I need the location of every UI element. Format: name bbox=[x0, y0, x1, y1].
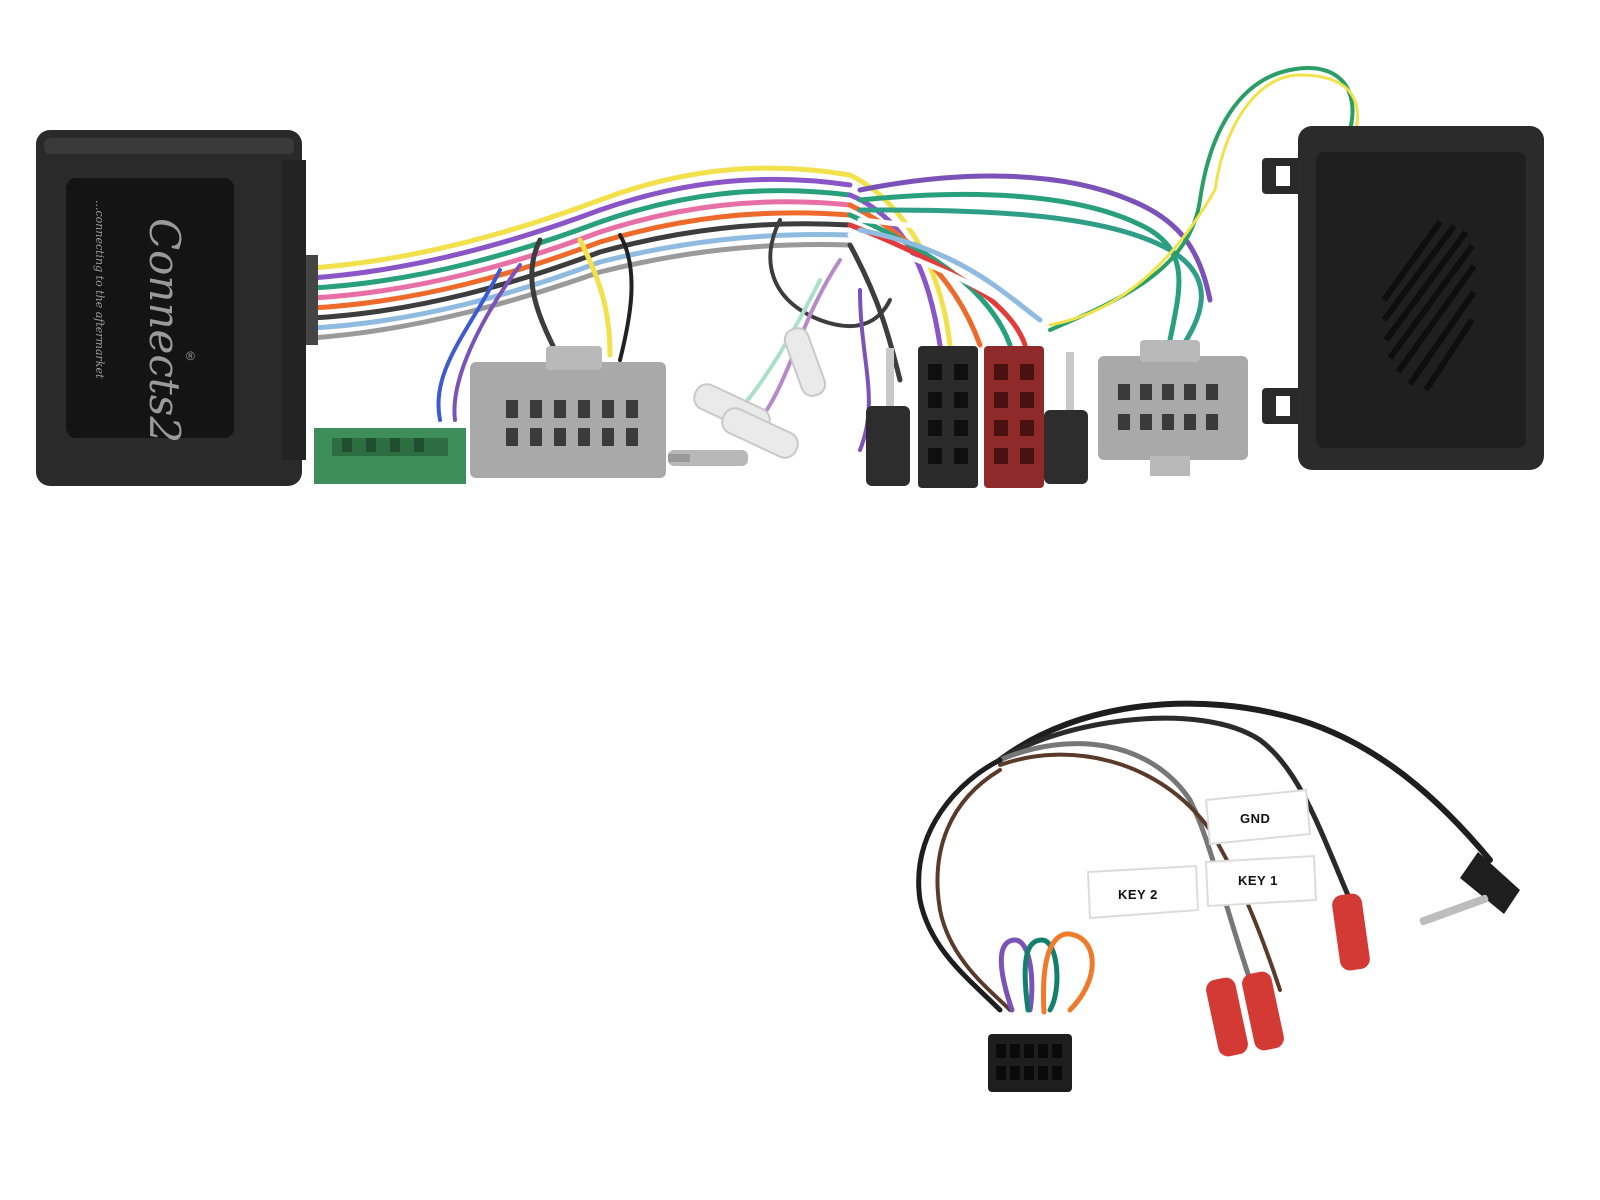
iso-connector-black bbox=[918, 346, 978, 488]
grey-connector-left bbox=[470, 346, 666, 478]
right-angle-jack bbox=[1419, 852, 1520, 926]
jack-plug-right bbox=[1044, 352, 1088, 484]
grey-connector-right bbox=[1098, 340, 1248, 476]
jack-plug-left bbox=[866, 348, 910, 486]
green-connector bbox=[314, 428, 466, 484]
wire-flag-gnd: GND bbox=[1204, 788, 1312, 846]
brand-label-panel bbox=[66, 178, 234, 438]
main-harness-wires bbox=[298, 66, 1360, 452]
interface-module-left: Connects2 ...connecting to the aftermark… bbox=[36, 130, 306, 486]
twelve-pin-connector bbox=[988, 1034, 1072, 1092]
patch-lead: GND KEY 1 KEY 2 bbox=[916, 700, 1520, 1092]
red-bullet-connectors bbox=[1206, 893, 1370, 1057]
wire-flag-key1: KEY 1 bbox=[1204, 854, 1318, 908]
iso-connector-red bbox=[984, 346, 1044, 488]
patch-lead-wires bbox=[916, 700, 1493, 1015]
wire-flag-key2: KEY 2 bbox=[1086, 864, 1200, 920]
svg-text:...connecting to the aftermark: ...connecting to the aftermarket bbox=[93, 200, 106, 379]
bullet-connectors-clear bbox=[693, 327, 827, 459]
interface-module-right bbox=[1262, 126, 1544, 470]
svg-text:KEY 2: KEY 2 bbox=[1118, 887, 1158, 902]
svg-text:GND: GND bbox=[1240, 811, 1270, 826]
antenna-adapter-plug bbox=[668, 450, 748, 466]
vent-grille bbox=[1381, 220, 1477, 392]
svg-text:Connects2: Connects2 bbox=[140, 218, 189, 443]
connects2-logo: Connects2 ...connecting to the aftermark… bbox=[93, 200, 195, 443]
svg-text:®: ® bbox=[186, 349, 195, 363]
svg-text:KEY 1: KEY 1 bbox=[1238, 873, 1278, 888]
